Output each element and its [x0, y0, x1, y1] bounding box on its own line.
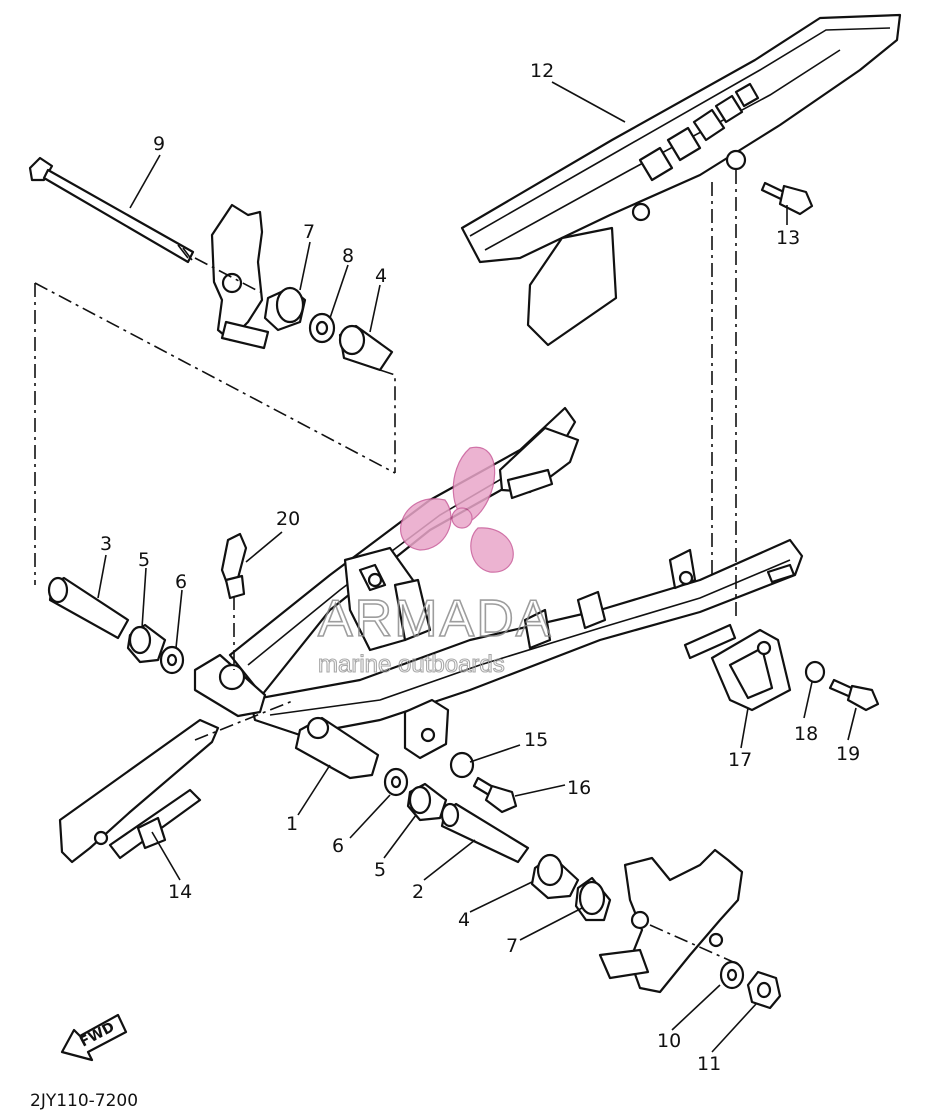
collar-2 — [440, 802, 530, 864]
bushing-4-right — [530, 853, 580, 900]
frame-bracket-lower — [598, 848, 744, 994]
bushing-7-right — [574, 876, 612, 922]
watermark-tagline: marine outboards — [318, 651, 505, 678]
swingarm — [193, 406, 804, 780]
watermark: ARMADA marine outboards — [317, 446, 552, 679]
callout-20: 20 — [276, 508, 300, 530]
callout-1: 1 — [286, 813, 298, 835]
callouts: 12 13 9 7 8 4 3 5 6 20 15 16 17 18 19 1 … — [100, 60, 860, 1075]
callout-10: 10 — [657, 1030, 681, 1052]
washer-6-left — [159, 645, 185, 675]
washer-6-right — [383, 767, 409, 797]
callout-8: 8 — [342, 245, 354, 267]
callout-6b: 6 — [332, 835, 344, 857]
chain-guide-14 — [58, 718, 220, 864]
chain-case — [460, 13, 902, 347]
callout-17: 17 — [728, 749, 752, 771]
callout-3: 3 — [100, 533, 112, 555]
callout-16: 16 — [567, 777, 591, 799]
chain-puller-17 — [710, 628, 792, 712]
leader-lines — [97, 81, 857, 1053]
callout-12: 12 — [530, 60, 554, 82]
callout-18: 18 — [794, 723, 818, 745]
diagram-code: 2JY110-7200 — [30, 1091, 138, 1111]
bushing-5-left — [126, 623, 167, 664]
watermark-logo — [470, 527, 514, 573]
pivot-shaft-9 — [28, 156, 195, 264]
bushing-4-upper — [338, 324, 394, 372]
callout-4: 4 — [375, 265, 387, 287]
washer-8 — [308, 312, 336, 344]
bushing-7-upper — [263, 286, 307, 332]
alignment-lines — [34, 170, 741, 966]
callout-7: 7 — [303, 221, 315, 243]
callout-11: 11 — [697, 1053, 721, 1075]
bushing-5-right — [406, 782, 448, 822]
callout-5: 5 — [138, 549, 150, 571]
callout-2: 2 — [412, 881, 424, 903]
watermark-logo — [400, 498, 452, 551]
callout-9: 9 — [153, 133, 165, 155]
callout-7b: 7 — [506, 935, 518, 957]
callout-5b: 5 — [374, 859, 386, 881]
bolt-18 — [804, 660, 826, 684]
bolt-19 — [828, 678, 880, 712]
callout-13: 13 — [776, 227, 800, 249]
nut-11 — [746, 970, 782, 1010]
callout-6: 6 — [175, 571, 187, 593]
grease-nipple-20 — [220, 532, 248, 600]
watermark-brand: ARMADA — [318, 590, 552, 648]
frame-bracket-upper — [210, 203, 270, 350]
bolt-16 — [472, 776, 518, 814]
callout-4b: 4 — [458, 909, 470, 931]
fwd-arrow: FWD — [60, 1013, 128, 1062]
bolt-13 — [760, 181, 814, 216]
callout-14: 14 — [168, 881, 192, 903]
washer-15 — [449, 751, 475, 779]
callout-19: 19 — [836, 743, 860, 765]
washer-10 — [719, 960, 745, 990]
callout-15: 15 — [524, 729, 548, 751]
watermark-logo — [451, 507, 473, 529]
collar-3 — [47, 576, 130, 640]
